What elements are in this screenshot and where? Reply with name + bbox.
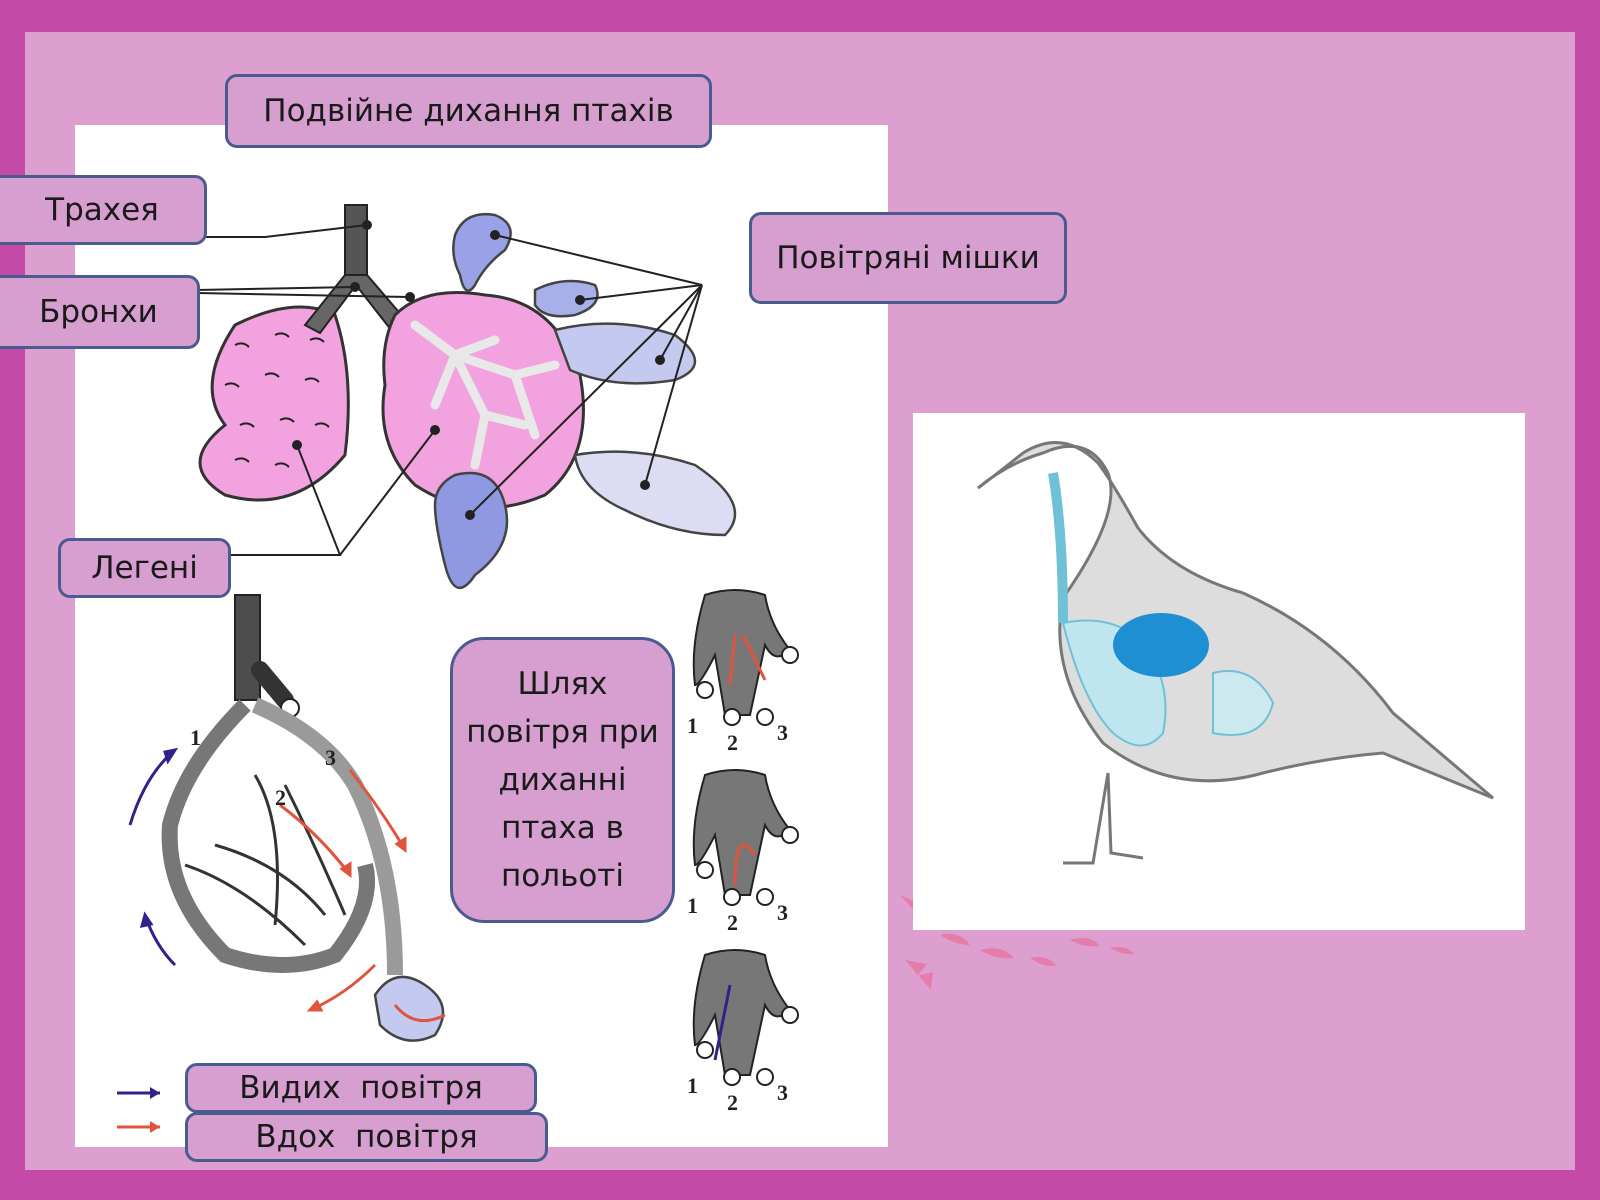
pointer-lines (196, 220, 703, 556)
exhale-legend-label: Видих повітря (185, 1063, 537, 1113)
svg-text:1: 1 (687, 893, 698, 918)
breathing-step-3: 1 2 3 (687, 949, 799, 1115)
svg-text:1: 1 (687, 1073, 698, 1098)
air-sacs (433, 212, 737, 589)
svg-text:2: 2 (727, 730, 738, 755)
inhale-legend-label: Вдох повітря (185, 1112, 548, 1162)
breathing-step-1: 1 2 3 (687, 589, 799, 755)
breathing-step-2: 1 2 3 (687, 769, 799, 935)
svg-text:3: 3 (777, 1080, 788, 1105)
air-sacs-label: Повітряні мішки (749, 212, 1067, 304)
bronchi-label: Бронхи (0, 275, 200, 349)
airflow-path-label: Шлях повітря при диханні птаха в польоті (450, 637, 675, 923)
legend-arrows (117, 1087, 160, 1133)
breathing-steps: 1 2 3 1 2 3 1 2 3 (687, 589, 799, 1115)
trachea (303, 204, 412, 337)
airflow-bronchus-diagram: 1 2 3 (128, 594, 446, 1042)
path-number-2: 2 (275, 785, 286, 810)
svg-text:3: 3 (777, 720, 788, 745)
svg-text:3: 3 (777, 900, 788, 925)
lungs-label: Легені (58, 538, 231, 598)
respiratory-system-drawing: 1 2 3 1 2 3 1 2 3 (117, 204, 799, 1133)
left-lung (198, 305, 350, 502)
exhale-arrows (128, 747, 179, 967)
title-label: Подвійне дихання птахів (225, 74, 712, 148)
svg-text:2: 2 (727, 1090, 738, 1115)
path-number-1: 1 (190, 725, 201, 750)
inhale-arrows (279, 769, 407, 1012)
svg-text:1: 1 (687, 713, 698, 738)
svg-text:2: 2 (727, 910, 738, 935)
right-lung (381, 291, 585, 510)
path-number-3: 3 (325, 745, 336, 770)
bird-illustration-panel (913, 413, 1525, 930)
trachea-label: Трахея (0, 175, 207, 245)
bird-silhouette-drawing (977, 441, 1494, 865)
